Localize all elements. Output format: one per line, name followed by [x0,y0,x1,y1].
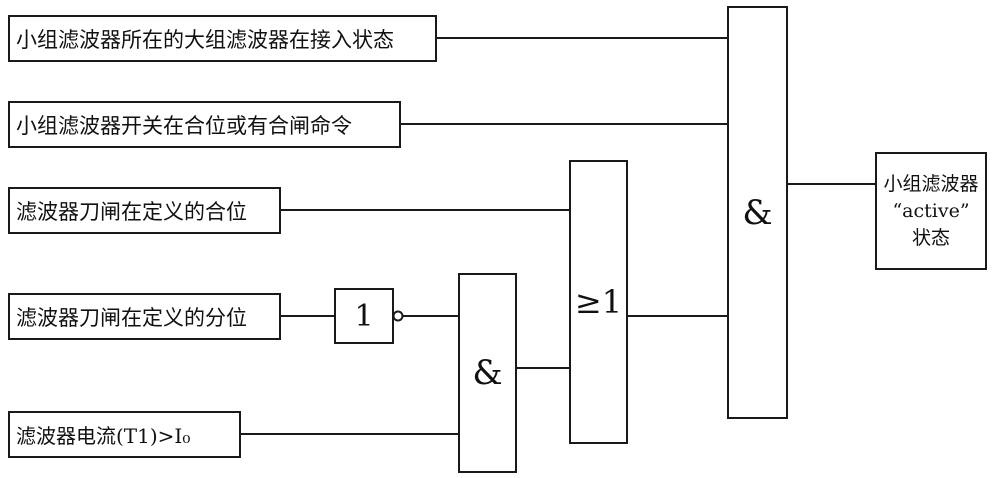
input-large-group-connected: 小组滤波器所在的大组滤波器在接入状态 [8,15,437,62]
and-gate-lower: & [458,273,517,473]
input-disconnector-open: 滤波器刀闸在定义的分位 [8,293,281,340]
input-disconnector-closed: 滤波器刀闸在定义的合位 [8,187,281,234]
output-line: “active” [892,199,970,222]
output-active-state: 小组滤波器 “active” 状态 [875,152,987,270]
gate-symbol: & [742,192,773,233]
input-label: 小组滤波器开关在合位或有合闸命令 [16,113,352,138]
gate-symbol: & [472,353,503,393]
input-label: 滤波器刀闸在定义的合位 [16,199,247,224]
not-gate: 1 [334,288,394,344]
output-line: 小组滤波器 [883,172,979,195]
input-switch-closed: 小组滤波器开关在合位或有合闸命令 [8,101,401,148]
output-line: 状态 [911,226,950,249]
input-label: 滤波器刀闸在定义的分位 [16,305,247,330]
or-gate: ≥1 [569,160,628,444]
gate-symbol: ≥1 [574,283,623,321]
input-label: 小组滤波器所在的大组滤波器在接入状态 [16,27,394,52]
gate-symbol: 1 [354,298,374,334]
inversion-bubble [392,310,404,322]
input-filter-current: 滤波器电流(T1)>I₀ [8,411,241,458]
and-gate-main: & [727,6,788,419]
input-label: 滤波器电流(T1)>I₀ [16,424,191,448]
